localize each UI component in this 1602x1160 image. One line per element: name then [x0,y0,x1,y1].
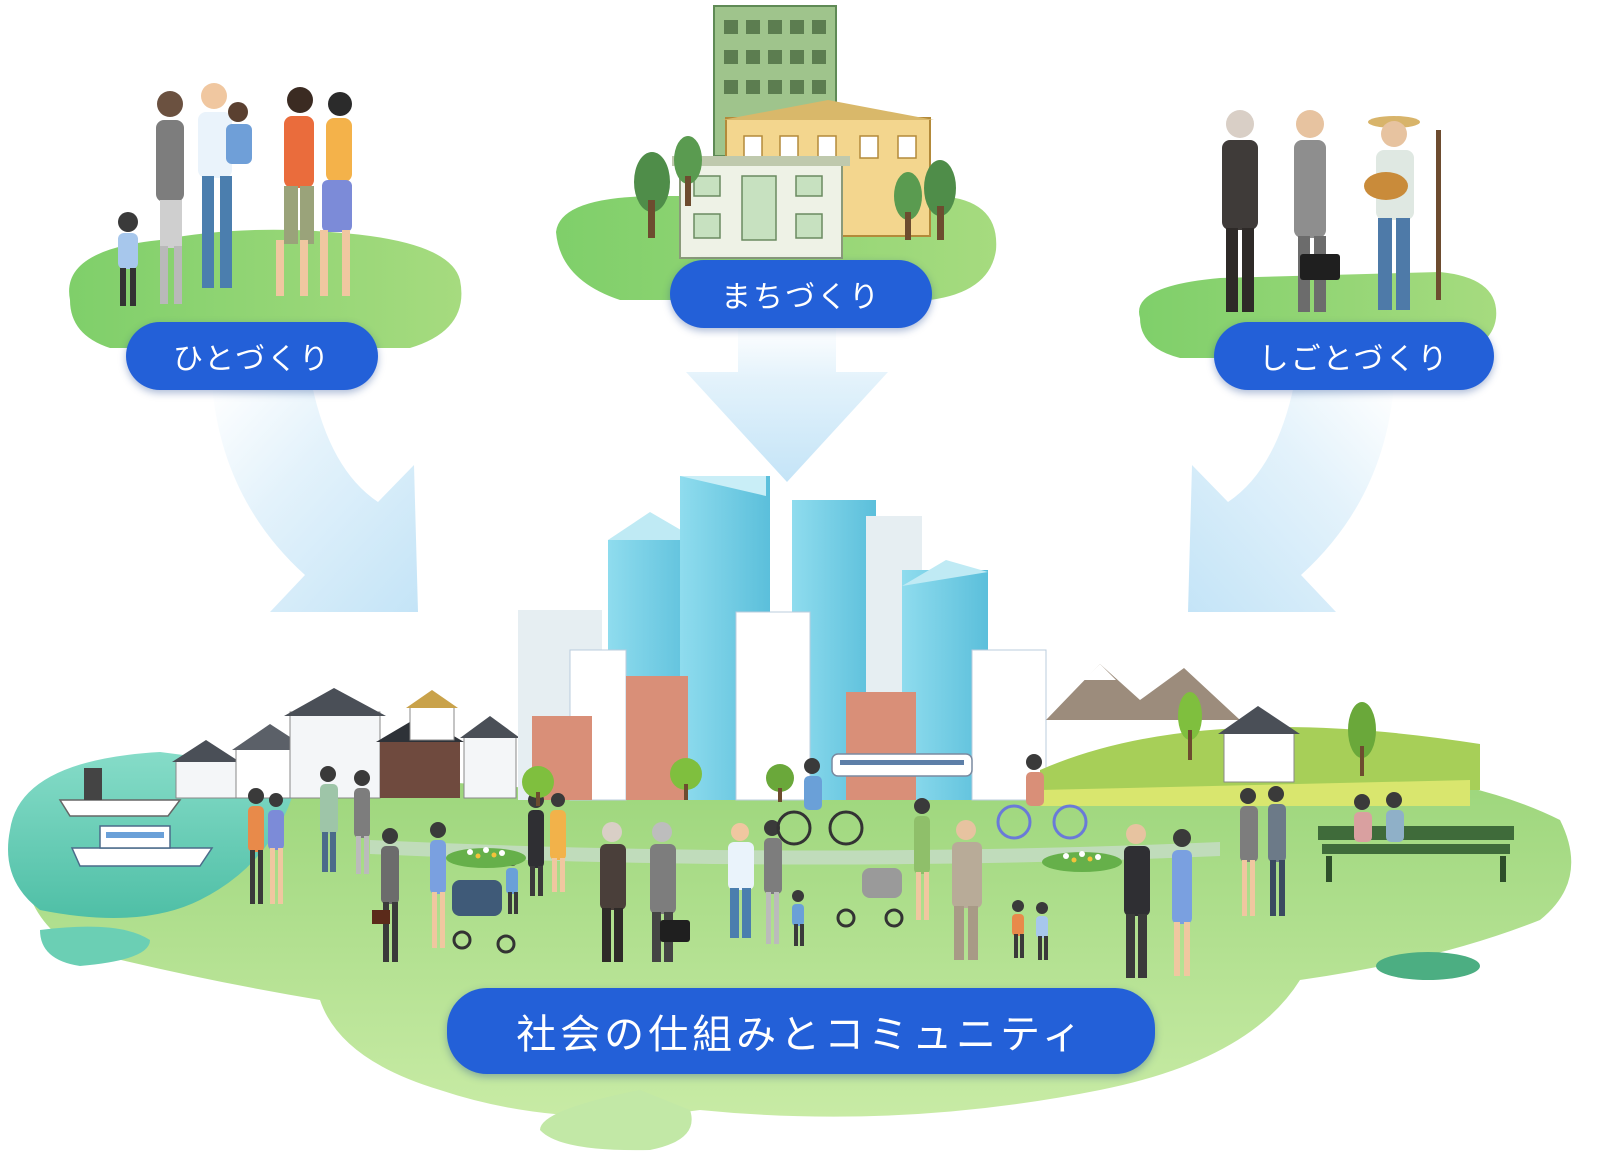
node-machizukuri-text: まちづくり [721,272,881,316]
node-machizukuri-label: まちづくり [670,260,932,328]
houses-left [172,688,520,798]
node-hitozukuri-text: ひとづくり [173,334,331,378]
arrow-hitozukuri-to-community [212,385,418,612]
node-community-text: 社会の仕組みとコミュニティ [516,1002,1086,1060]
node-community-label: 社会の仕組みとコミュニティ [447,988,1155,1074]
node-shigotozukuri-text: しごとづくり [1259,334,1450,378]
node-shigotozukuri-label: しごとづくり [1214,322,1494,390]
node-hitozukuri-label: ひとづくり [126,322,378,390]
arrow-shigotozukuri-to-community [1188,385,1394,612]
city-towers-icon [518,476,1046,800]
arrow-machizukuri-to-community [686,325,888,482]
town-buildings-icon [634,6,956,258]
